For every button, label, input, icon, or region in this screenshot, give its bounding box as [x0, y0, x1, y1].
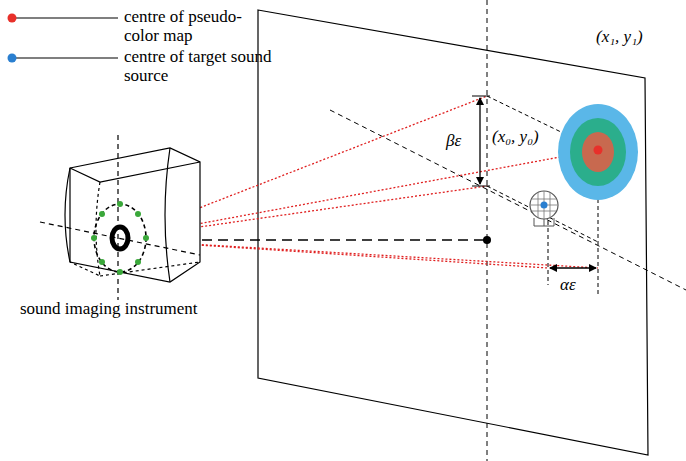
vertical-axis — [487, 0, 488, 461]
legend-line — [14, 17, 118, 18]
instrument-label: sound imaging instrument — [20, 300, 198, 319]
symbol-label: βε — [446, 132, 461, 151]
alpha-arrow — [550, 267, 596, 268]
plane-centre — [483, 236, 491, 244]
tick — [472, 96, 490, 97]
symbol-label: αε — [560, 276, 576, 295]
coordinate-label: (x₁, y₁) — [596, 28, 643, 47]
coordinate-label: (x₀, y₀) — [492, 128, 539, 147]
legend-swatch — [8, 54, 17, 63]
legend-text: centre of target sound source — [124, 48, 274, 85]
microphones — [91, 201, 149, 275]
tick — [472, 186, 490, 187]
legend-swatch — [8, 14, 17, 23]
sound-source — [530, 191, 558, 226]
plane — [258, 10, 648, 455]
pseudo-color-map — [558, 104, 638, 200]
legend-line — [14, 57, 118, 58]
sound-imaging-instrument — [40, 135, 200, 300]
legend-text: centre of pseudo-color map — [124, 8, 274, 45]
beta-arrow — [479, 98, 480, 184]
